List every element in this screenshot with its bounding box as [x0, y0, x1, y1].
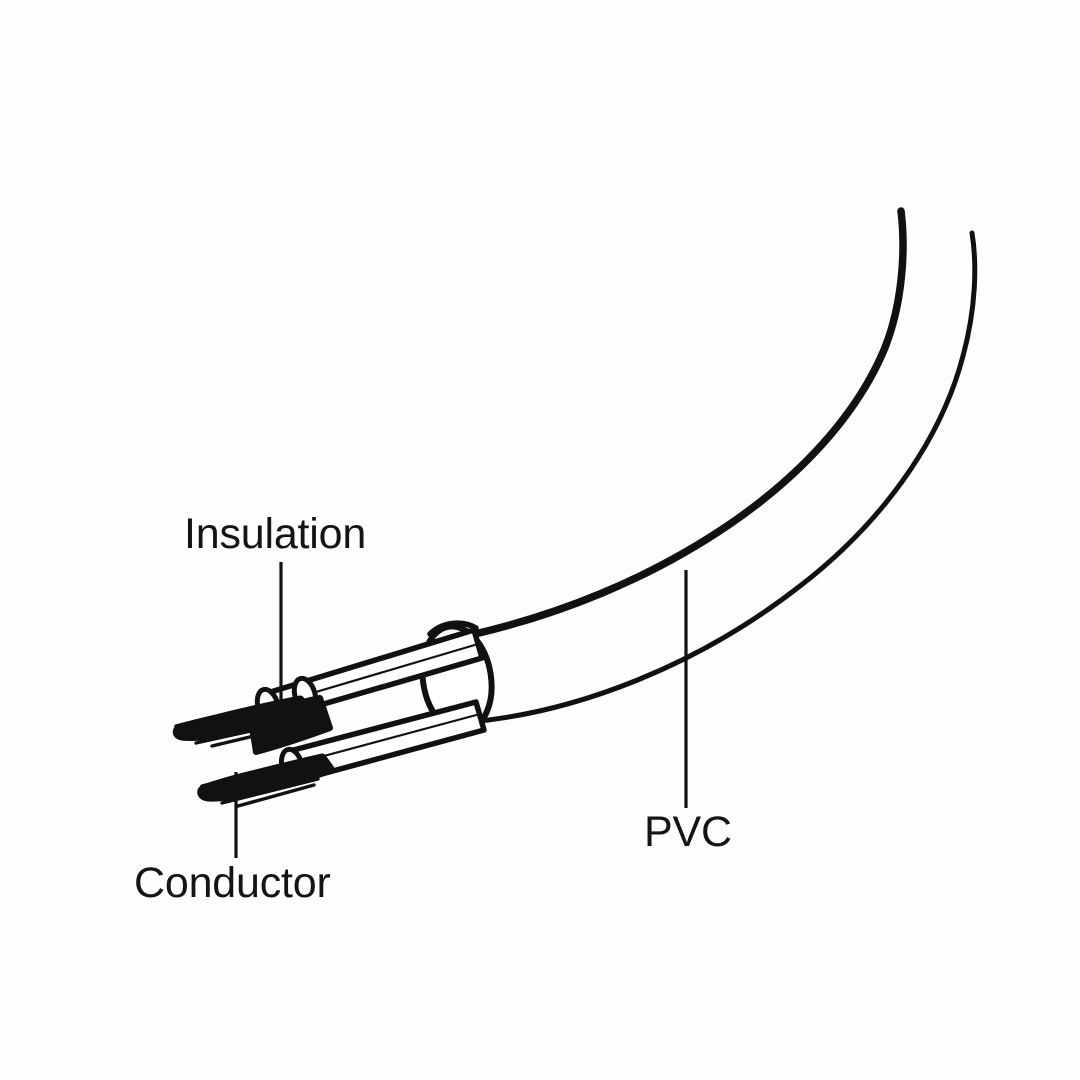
jacket-inner-edge — [467, 230, 978, 725]
conductor-lower-strands — [200, 754, 326, 808]
jacket-outer-edge — [462, 207, 907, 640]
conductor-overlap-mass — [247, 695, 333, 755]
leader-lines-group — [234, 562, 688, 858]
label-insulation: Insulation — [184, 510, 367, 558]
label-pvc: PVC — [644, 808, 732, 856]
sheath-cut-lip — [427, 620, 479, 637]
conductor-strands-group — [172, 695, 335, 808]
label-conductor: Conductor — [134, 859, 331, 907]
cable-jacket-group — [462, 207, 978, 725]
